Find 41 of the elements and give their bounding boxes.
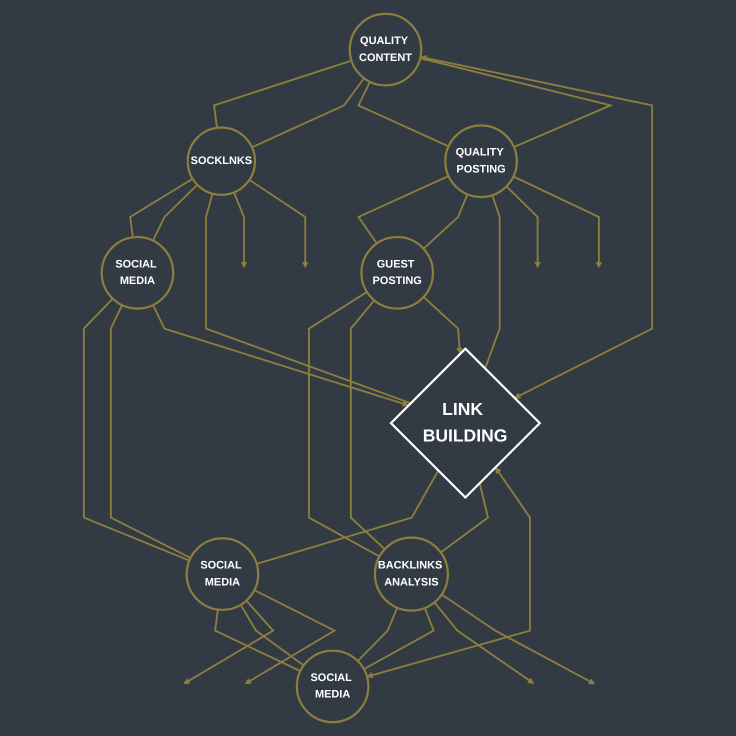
- connector: [308, 291, 380, 558]
- arrow: [422, 296, 463, 354]
- connector: [152, 184, 198, 242]
- arrow: [152, 304, 409, 407]
- connector: [420, 57, 614, 148]
- connector: [357, 175, 449, 244]
- arrow: [506, 186, 541, 268]
- node-circle: SOCIAL MEDIA: [296, 650, 370, 724]
- connector: [213, 60, 352, 128]
- arrow: [366, 467, 531, 678]
- arrow: [184, 600, 275, 684]
- connector: [214, 609, 301, 672]
- arrow: [420, 55, 654, 398]
- node-circle: SOCIAL MEDIA: [100, 236, 174, 310]
- connector: [252, 78, 365, 148]
- connector: [129, 178, 194, 238]
- connector: [350, 300, 386, 550]
- node-circle: SOCIAL MEDIA: [186, 537, 260, 611]
- arrow: [244, 589, 336, 684]
- connector: [363, 608, 435, 670]
- connector: [240, 604, 304, 666]
- connector: [484, 194, 501, 369]
- connector: [357, 607, 398, 662]
- arrow: [434, 602, 534, 684]
- arrow: [441, 594, 596, 684]
- connector: [256, 470, 439, 565]
- arrow: [513, 176, 602, 268]
- node-circle: BACKLINKS ANALYSIS: [374, 536, 449, 612]
- node-diamond: LINK BUILDING: [389, 347, 542, 500]
- node-circle: GUEST POSTING: [360, 236, 434, 310]
- node-circle: SOCKLNKS: [186, 126, 256, 196]
- connector: [357, 81, 449, 148]
- connector: [440, 482, 490, 554]
- arrow: [248, 179, 308, 268]
- connector: [422, 194, 468, 250]
- connector: [205, 193, 411, 404]
- connector: [110, 304, 191, 559]
- arrow: [233, 192, 248, 268]
- node-circle: QUALITY CONTENT: [348, 12, 422, 86]
- node-circle: QUALITY POSTING: [444, 124, 518, 198]
- connector: [82, 298, 190, 562]
